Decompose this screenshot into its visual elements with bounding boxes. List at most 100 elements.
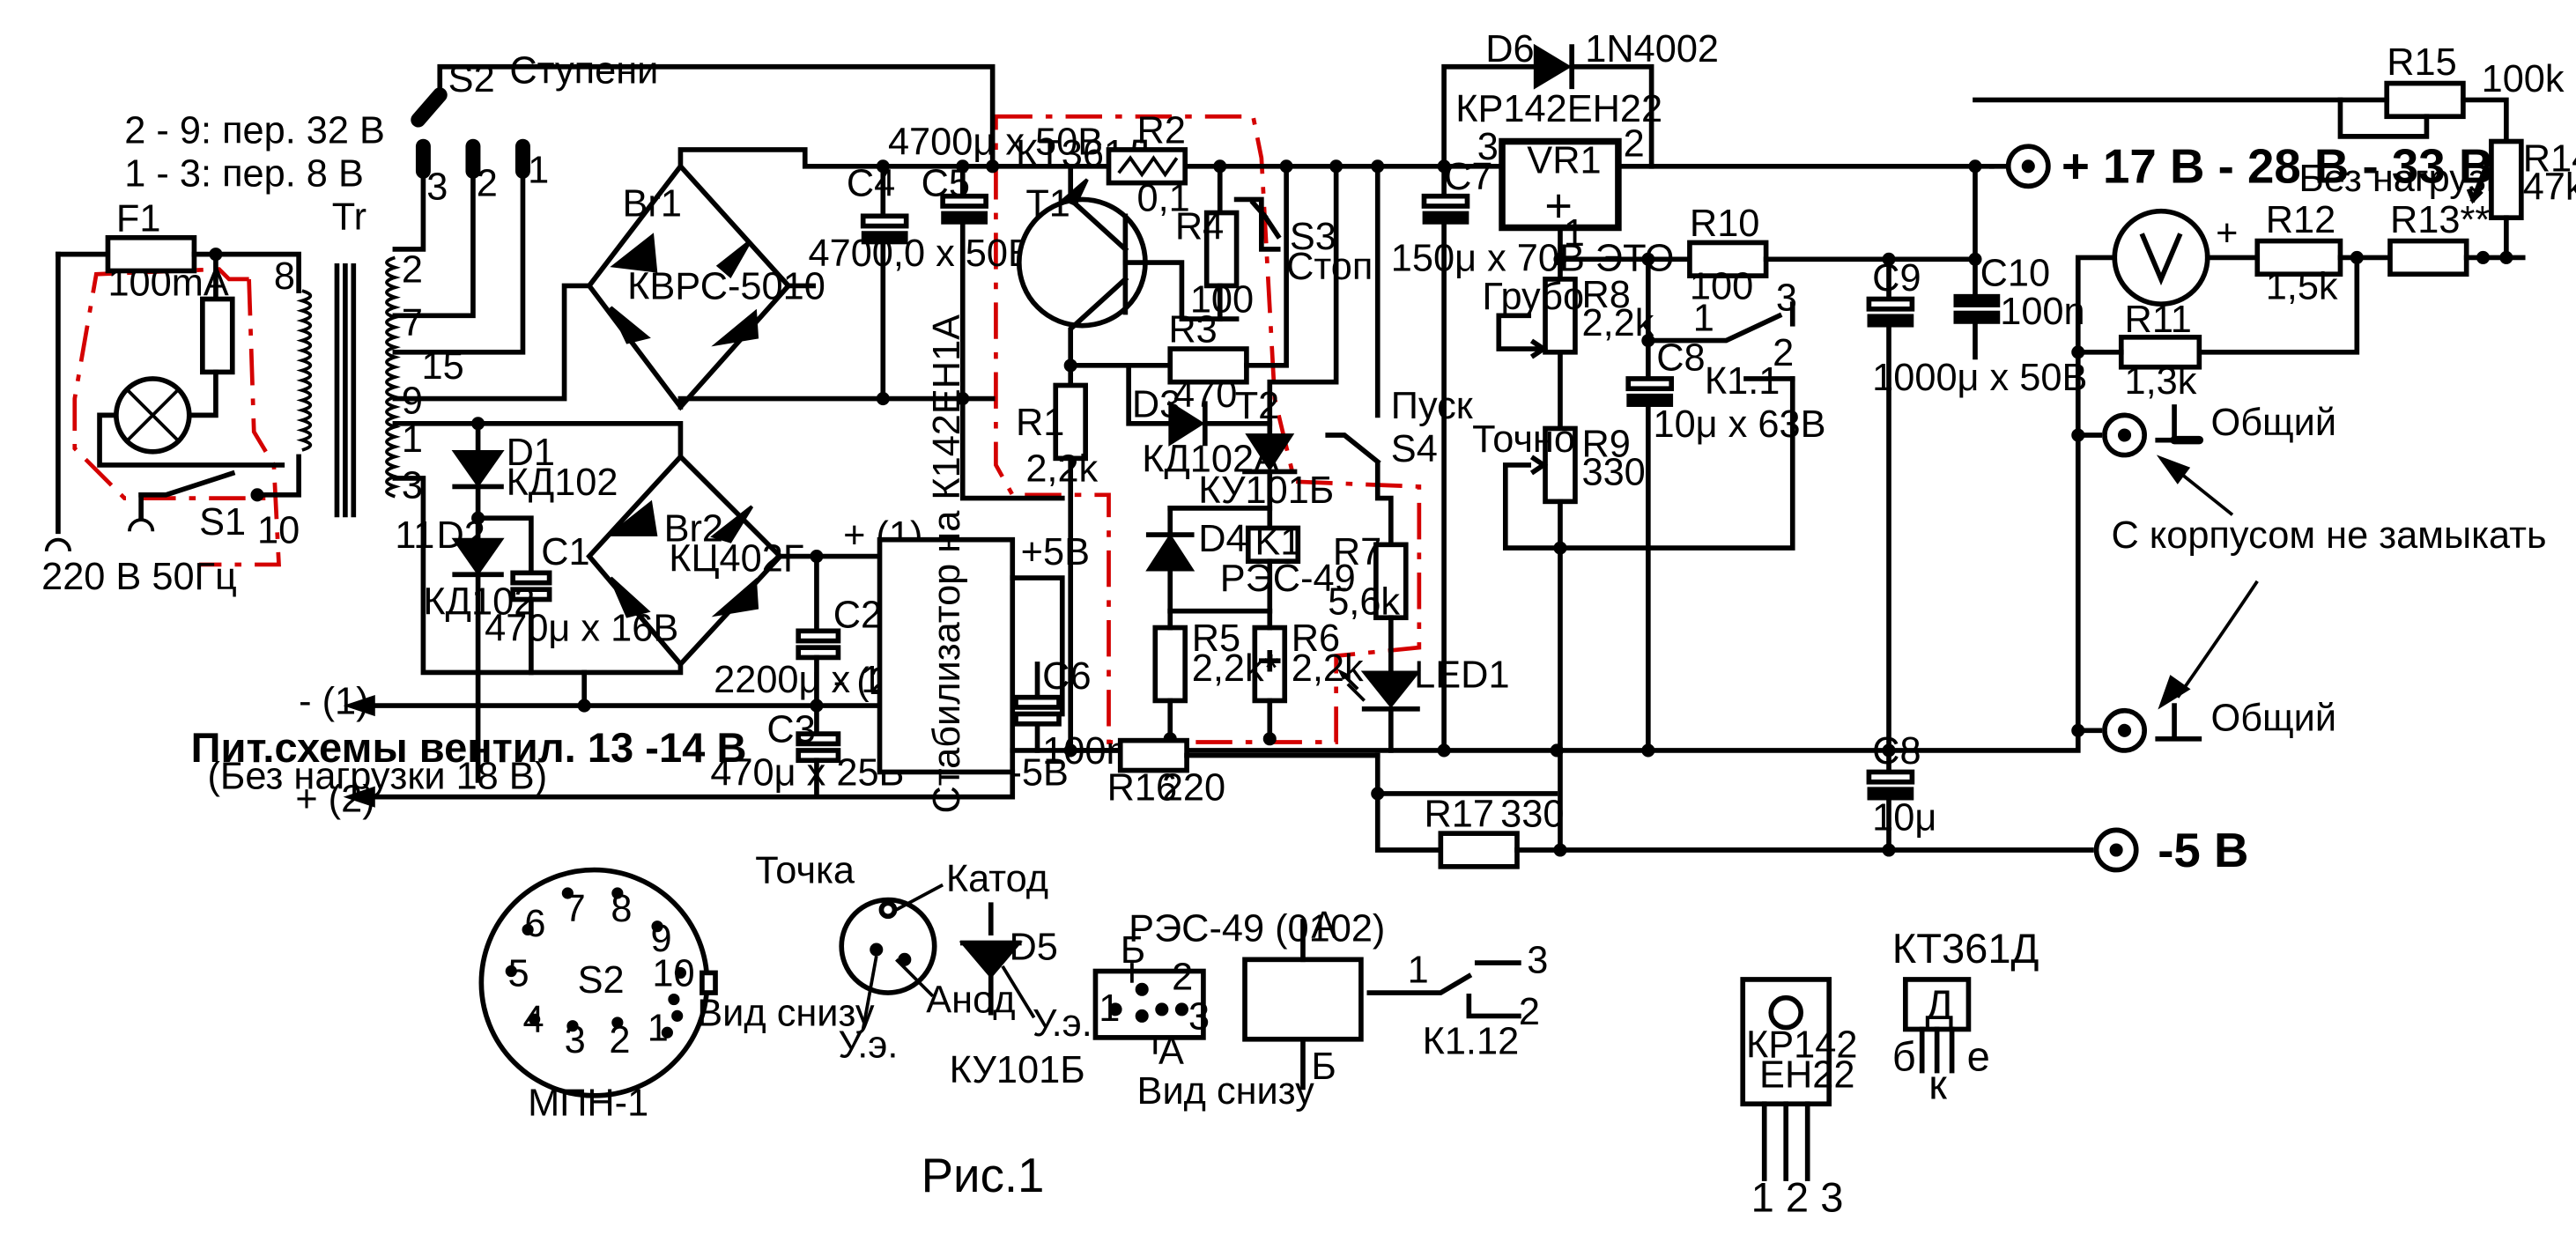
diode-d3 xyxy=(1168,400,1205,447)
c7-label: C7 xyxy=(1444,156,1492,198)
start-block: Пуск S4 R7 5,6k LED1 xyxy=(1325,163,1510,753)
tr-label: Tr xyxy=(332,196,366,238)
capacitor-c6 xyxy=(1013,694,1062,710)
capacitor-c8a xyxy=(1625,376,1675,392)
kr142-package: КР142 ЕН22 1 2 3 xyxy=(1740,977,1857,1221)
capacitor-c2 xyxy=(796,628,841,644)
r17-value: 330 xyxy=(1500,794,1564,836)
c10-label: C10 xyxy=(1980,252,2050,294)
resistor-lamp xyxy=(200,296,235,375)
r12-label: R12 xyxy=(2266,199,2335,241)
minus5-label: -5 В xyxy=(2158,824,2248,877)
kt-pin-e: е xyxy=(1967,1033,1990,1080)
c8a-label: C8 xyxy=(1656,337,1705,380)
c10-value: 100n xyxy=(2000,291,2084,333)
k112-pin2: 2 xyxy=(1519,991,1540,1033)
r6-label: R6 xyxy=(1292,617,1340,660)
s2-pos-2: 2 xyxy=(477,163,498,205)
pin-10: 10 xyxy=(257,509,300,551)
f1-label: F1 xyxy=(116,197,161,240)
c1-label: C1 xyxy=(541,531,589,573)
k1-label: K1 xyxy=(1255,521,1301,564)
mpn-pin-6: 6 xyxy=(524,903,545,945)
r14-value: 47k xyxy=(2523,166,2576,208)
r9-value: 330 xyxy=(1581,452,1645,494)
c4-label: C4 xyxy=(847,163,895,205)
mains-input: F1 100mA 220 В 50Гц S1 2 - 9: пер. 32 В … xyxy=(41,109,385,598)
r5-label: R5 xyxy=(1192,617,1240,660)
mpn-pin-4: 4 xyxy=(522,999,544,1041)
led1-icon xyxy=(1360,670,1421,709)
r9-label: R9 xyxy=(1581,423,1630,465)
diode-d6 xyxy=(1533,43,1573,90)
d1-value: КД102 xyxy=(507,462,618,504)
res49-pinout: РЭС-49 (0102) Б А 2 1 3 Вид снизу А Б 1 … xyxy=(1092,905,1548,1113)
fan-minus1: - (1) xyxy=(299,681,368,723)
r16-value: 220 xyxy=(1162,766,1225,809)
s1-label: S1 xyxy=(199,501,246,543)
k11-label: К1.1 xyxy=(1705,360,1780,403)
stab-minus5: -5В xyxy=(1009,752,1068,795)
stab-plus5: +5В xyxy=(1021,531,1090,573)
capacitor-c4 xyxy=(860,213,909,229)
br2-value: КЦ402Г xyxy=(669,537,803,580)
mpn-pin-3: 3 xyxy=(565,1019,586,1061)
c9-label: C9 xyxy=(1872,257,1921,299)
s2-label: S2 xyxy=(448,58,495,100)
tochka: Точка xyxy=(755,850,855,892)
k11-pin2: 2 xyxy=(1773,332,1794,374)
common-2: Общий xyxy=(2211,697,2337,739)
vr1-label: VR1 xyxy=(1527,139,1601,181)
vr1-pin1: 1 xyxy=(1564,212,1585,255)
fan-supply: + (1) C2 2200μ х 16В - (2) - (1) C3 470μ… xyxy=(191,514,1016,821)
kr142-line2: ЕН22 xyxy=(1759,1053,1854,1096)
r4-label: R4 xyxy=(1175,206,1224,248)
res-pin-a: А xyxy=(1158,1031,1184,1073)
mpn-pins xyxy=(505,887,687,1039)
br1-label: Br1 xyxy=(623,182,682,225)
adjust-block: R10 100 R8 2,2k Грубо R9 330 Точно C8 10… xyxy=(1437,163,2087,857)
k1-value: РЭС-49 xyxy=(1220,558,1356,600)
view-bottom-2: Вид снизу xyxy=(1137,1070,1315,1113)
res-pin-1: 1 xyxy=(1099,987,1120,1030)
mpn1-detail: S2 МПН-1 Вид снизу Точка 1 2 3 4 5 6 7 8… xyxy=(478,850,875,1124)
fan-plus2: + (2) xyxy=(295,779,374,821)
transistor-t1-block: T1 КТ361Д R2 0,1 R4 100 R3 470 S3 Стоп xyxy=(1016,109,1385,416)
r15-value: 100k xyxy=(2482,58,2565,100)
d6-value: 1N4002 xyxy=(1585,28,1719,70)
d5-label: D5 xyxy=(1009,926,1057,968)
resistor-r15 xyxy=(2384,80,2466,120)
view-bottom-1: Вид снизу xyxy=(697,993,875,1035)
c8a-value: 10μ х 63В xyxy=(1653,403,1825,446)
pin-11: 11 xyxy=(395,514,434,557)
d6-label: D6 xyxy=(1485,28,1534,70)
resistor-r1 xyxy=(1053,382,1088,462)
c9-value: 1000μ х 50В xyxy=(1872,357,2087,399)
r8-note: Грубо xyxy=(1482,276,1584,318)
taps-1-3: 1 - 3: пер. 8 В xyxy=(124,152,364,195)
t2-type: КУ101Б xyxy=(1198,469,1334,512)
resistor-r17 xyxy=(1438,831,1520,869)
r1-value: 2,2k xyxy=(1025,448,1098,491)
switch-s2: S2 Ступени 3 2 1 xyxy=(392,50,996,402)
s3-label: S3 xyxy=(1290,216,1336,258)
k112-label: К1.12 xyxy=(1423,1021,1520,1063)
r15-label: R15 xyxy=(2387,41,2456,84)
ku101b-pinout: Катод Анод У.э. D5 У.э. КУ101Б xyxy=(838,858,1092,1091)
led1-label: LED1 xyxy=(1414,654,1509,696)
capacitor-c3 xyxy=(796,731,841,747)
no-short-note: С корпусом не замыкать xyxy=(2111,514,2546,557)
bridge-br2: Br2 КЦ402Г xyxy=(586,453,883,669)
capacitor-c8b xyxy=(1866,769,1915,785)
taps-2-9: 2 - 9: пер. 32 В xyxy=(124,109,385,152)
s2-pos-1: 1 xyxy=(528,150,549,192)
regulator-block: D6 1N4002 КР142ЕН22 VR1 3 2 1 C7 150μ х … xyxy=(1391,28,1995,753)
res-pin-b: Б xyxy=(1121,929,1145,972)
s2-pos-3: 3 xyxy=(426,166,448,208)
diode-d2 xyxy=(451,537,505,576)
r8-label: R8 xyxy=(1581,274,1630,316)
voltmeter-icon xyxy=(2112,208,2210,307)
mpn-pin-8: 8 xyxy=(611,888,632,930)
relay-k1 xyxy=(1245,525,1301,565)
